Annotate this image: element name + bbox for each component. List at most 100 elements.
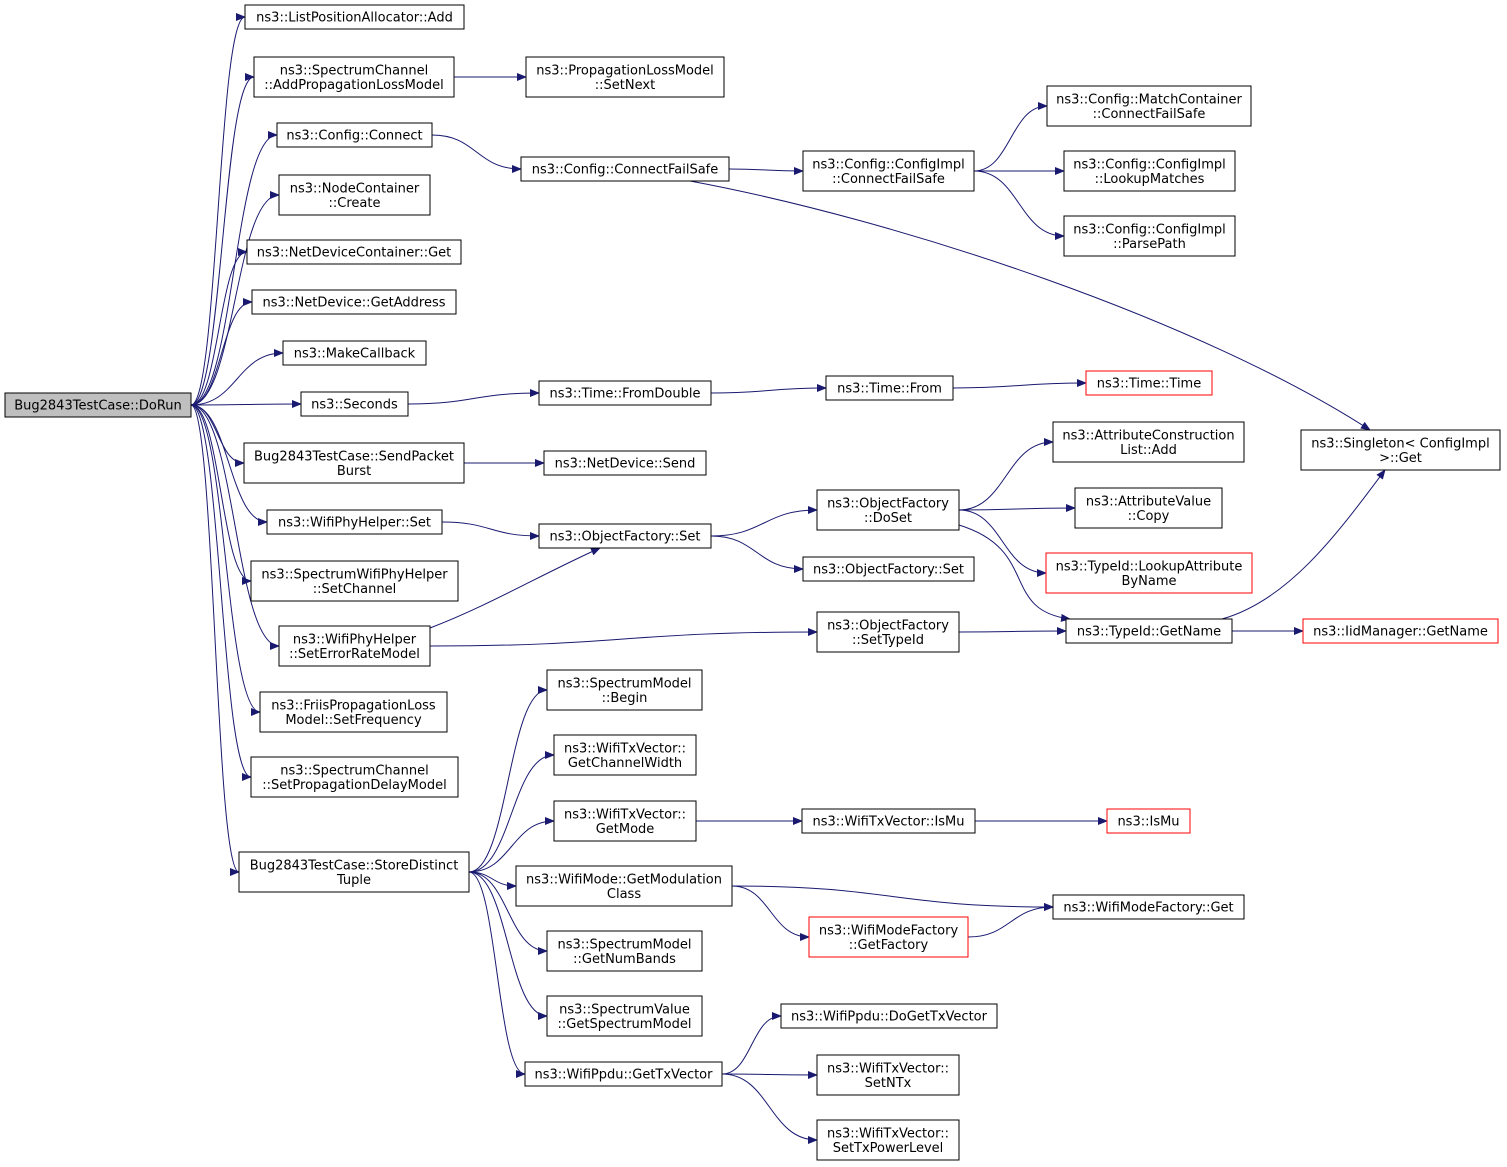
function-node-box[interactable] [1046,85,1252,127]
function-node[interactable]: ns3::FriisPropagationLossModel::SetFrequ… [259,691,448,733]
function-node-box[interactable] [246,239,462,265]
function-node[interactable]: ns3::Time::From [825,375,954,401]
function-node-box[interactable] [282,340,427,366]
function-node-box[interactable] [780,1003,998,1029]
function-node-box[interactable] [538,523,712,549]
function-node[interactable]: ns3::WifiModeFactory::GetFactory [808,916,969,958]
function-node-box[interactable] [1074,487,1223,529]
function-node[interactable]: ns3::ListPositionAllocator::Add [244,4,465,30]
function-node-box[interactable] [525,56,725,98]
function-node[interactable]: ns3::SpectrumModel::GetNumBands [546,930,703,972]
function-node[interactable]: ns3::Seconds [300,391,409,417]
function-node[interactable]: ns3::NetDevice::Send [543,450,707,476]
function-node[interactable]: ns3::NetDeviceContainer::Get [246,239,462,265]
function-node-box[interactable] [1052,894,1245,920]
function-node-box[interactable] [543,450,707,476]
function-node[interactable]: ns3::Time::Time [1085,370,1213,396]
function-node-box[interactable] [276,122,433,148]
function-node[interactable]: ns3::WifiTxVector::SetNTx [816,1054,960,1096]
function-node[interactable]: ns3::IidManager::GetName [1302,618,1499,644]
function-node[interactable]: ns3::Singleton< ConfigImpl >::Get [1300,429,1501,471]
function-node-box[interactable] [244,4,465,30]
function-node-box[interactable] [1085,370,1213,396]
function-node-box[interactable] [802,150,975,192]
function-node[interactable]: ns3::Time::FromDouble [538,380,712,406]
function-node[interactable]: Bug2843TestCase::DoRun [4,392,192,418]
function-node-box[interactable] [825,375,954,401]
function-node[interactable]: ns3::IsMu [1106,808,1191,834]
function-node-box[interactable] [300,391,409,417]
function-node-box[interactable] [538,380,712,406]
function-node-box[interactable] [546,669,703,711]
function-node[interactable]: ns3::SpectrumModel::Begin [546,669,703,711]
function-node[interactable]: ns3::SpectrumChannel::SetPropagationDela… [250,756,459,798]
function-node[interactable]: ns3::WifiPpdu::DoGetTxVector [780,1003,998,1029]
function-node-box[interactable] [546,995,703,1037]
function-node-box[interactable] [4,392,192,418]
function-node[interactable]: ns3::WifiPhyHelper::Set [266,509,443,535]
function-node-box[interactable] [238,851,470,893]
function-node[interactable]: ns3::WifiTxVector::IsMu [801,808,976,834]
function-node-box[interactable] [520,156,730,182]
function-node-box[interactable] [1300,429,1501,471]
function-node[interactable]: ns3::ObjectFactory::Set [538,523,712,549]
function-node-box[interactable] [259,691,448,733]
function-node[interactable]: ns3::SpectrumChannel::AddPropagationLoss… [253,56,455,98]
function-node-box[interactable] [808,916,969,958]
function-node-box[interactable] [1045,552,1253,594]
function-node-box[interactable] [1106,808,1191,834]
function-node[interactable]: ns3::ObjectFactory::SetTypeId [816,611,960,653]
function-node-box[interactable] [250,560,459,602]
function-node[interactable]: ns3::WifiTxVector::SetTxPowerLevel [816,1119,960,1161]
function-node[interactable]: ns3::Config::ConfigImpl::ConnectFailSafe [802,150,975,192]
function-node[interactable]: ns3::Config::Connect [276,122,433,148]
function-node-box[interactable] [802,556,975,582]
function-node-box[interactable] [278,625,431,667]
function-node[interactable]: ns3::TypeId::GetName [1065,618,1233,644]
function-node-box[interactable] [253,56,455,98]
function-node-box[interactable] [553,800,697,842]
function-node[interactable]: ns3::PropagationLossModel::SetNext [525,56,725,98]
function-node-box[interactable] [816,489,960,531]
function-node-box[interactable] [801,808,976,834]
function-node-box[interactable] [546,930,703,972]
function-node-box[interactable] [278,174,431,216]
function-node-box[interactable] [515,865,733,907]
function-node[interactable]: ns3::NetDevice::GetAddress [251,289,457,315]
function-node[interactable]: ns3::ObjectFactory::DoSet [816,489,960,531]
function-node[interactable]: ns3::WifiPhyHelper::SetErrorRateModel [278,625,431,667]
function-node[interactable]: ns3::Config::ConnectFailSafe [520,156,730,182]
function-node[interactable]: ns3::MakeCallback [282,340,427,366]
function-node-box[interactable] [251,289,457,315]
function-node-box[interactable] [816,1054,960,1096]
function-node-box[interactable] [1065,618,1233,644]
function-node[interactable]: ns3::ObjectFactory::Set [802,556,975,582]
function-node-box[interactable] [266,509,443,535]
function-node[interactable]: ns3::AttributeValue::Copy [1074,487,1223,529]
function-node-box[interactable] [1063,150,1236,192]
function-node[interactable]: ns3::WifiTxVector::GetMode [553,800,697,842]
function-node[interactable]: ns3::Config::MatchContainer::ConnectFail… [1046,85,1252,127]
function-node-box[interactable] [816,1119,960,1161]
function-node[interactable]: ns3::Config::ConfigImpl::ParsePath [1063,215,1236,257]
function-node-box[interactable] [1063,215,1236,257]
function-node[interactable]: ns3::WifiPpdu::GetTxVector [524,1061,723,1087]
function-node[interactable]: ns3::SpectrumWifiPhyHelper::SetChannel [250,560,459,602]
function-node-box[interactable] [243,442,465,484]
function-node-box[interactable] [250,756,459,798]
function-node[interactable]: ns3::WifiTxVector::GetChannelWidth [553,734,697,776]
function-node-box[interactable] [1302,618,1499,644]
function-node-box[interactable] [1052,421,1245,463]
function-node-box[interactable] [553,734,697,776]
function-node[interactable]: ns3::WifiModeFactory::Get [1052,894,1245,920]
function-node[interactable]: ns3::NodeContainer::Create [278,174,431,216]
function-node-box[interactable] [524,1061,723,1087]
function-node-box[interactable] [816,611,960,653]
function-node[interactable]: ns3::Config::ConfigImpl::LookupMatches [1063,150,1236,192]
function-node[interactable]: ns3::SpectrumValue::GetSpectrumModel [546,995,703,1037]
